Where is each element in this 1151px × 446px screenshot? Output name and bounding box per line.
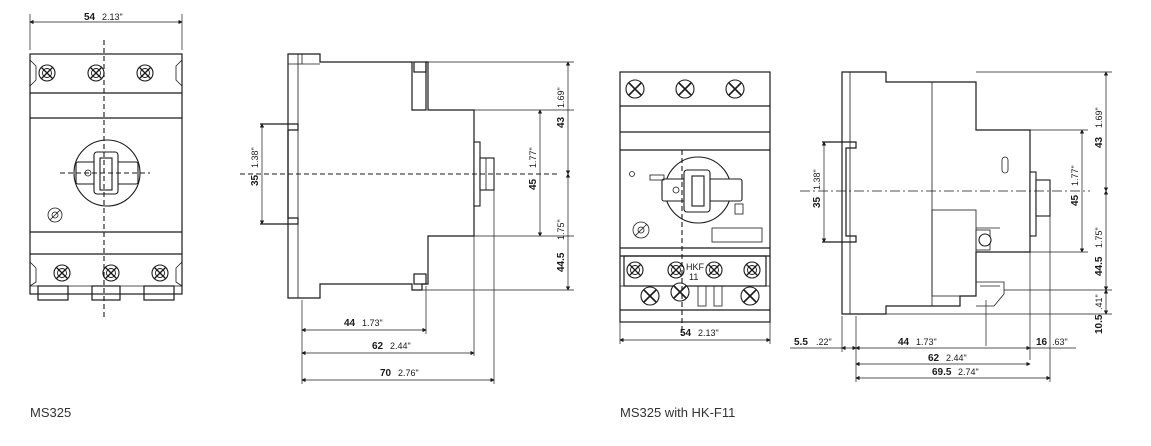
view4-d62-in: 2.44" bbox=[946, 353, 967, 363]
caption-ms325: MS325 bbox=[30, 405, 72, 420]
hk-block-label: HKF bbox=[686, 262, 705, 272]
view1-width-mm: 54 bbox=[84, 12, 96, 23]
view2-top-in: 1.69" bbox=[556, 87, 566, 108]
view4-d44-in: 1.73" bbox=[916, 337, 937, 347]
view4-d55-in: .22" bbox=[816, 337, 832, 347]
view2-bottom-in: 1.75" bbox=[556, 219, 566, 240]
view2-d70-mm: 70 bbox=[380, 368, 392, 379]
view4-small-in: .41" bbox=[1094, 294, 1104, 310]
view4-small-mm: 10.5 bbox=[1094, 314, 1105, 334]
view2-d44-mm: 44 bbox=[344, 318, 356, 329]
view2-bottom-mm: 44.5 bbox=[556, 252, 567, 272]
view-ms325-side: 35 1.38" 43 1.69" 45 1.77" 44.5 1.75" 44… bbox=[240, 53, 574, 384]
view4-knob-in: 1.77" bbox=[1070, 165, 1080, 186]
hk-block-sub: 11 bbox=[689, 272, 698, 282]
view4-d44-mm: 44 bbox=[898, 337, 910, 348]
view4-top-in: 1.69" bbox=[1094, 107, 1104, 128]
view2-knob-mm: 45 bbox=[528, 178, 539, 190]
view3-width-mm: 54 bbox=[680, 328, 692, 339]
view2-d70-in: 2.76" bbox=[398, 368, 419, 378]
view3-width-in: 2.13" bbox=[698, 328, 719, 338]
view2-top-mm: 43 bbox=[556, 116, 567, 128]
view4-d695-mm: 69.5 bbox=[932, 367, 952, 378]
view4-knob-mm: 45 bbox=[1070, 194, 1081, 206]
view-hk-side: 35 1.38" 43 1.69" 45 1.77" 44.5 1.75" 10… bbox=[790, 71, 1112, 382]
view4-rail-mm: 35 bbox=[812, 196, 823, 208]
view2-rail-in: 1.38" bbox=[250, 147, 260, 168]
view2-d62-mm: 62 bbox=[372, 341, 384, 352]
view2-rail-mm: 35 bbox=[250, 174, 261, 186]
view4-d16-mm: 16 bbox=[1036, 337, 1048, 348]
view4-top-mm: 43 bbox=[1094, 136, 1105, 148]
view1-width-in: 2.13" bbox=[102, 12, 123, 22]
view-hk-front: HKF 11 54 2.13" bbox=[619, 71, 771, 344]
view4-bottom-mm: 44.5 bbox=[1094, 256, 1105, 276]
view4-bottom-in: 1.75" bbox=[1094, 227, 1104, 248]
view-ms325-front: 54 2.13" bbox=[29, 12, 183, 318]
view4-d16-in: .63" bbox=[1052, 337, 1068, 347]
view2-knob-in: 1.77" bbox=[528, 147, 538, 168]
view4-d55-mm: 5.5 bbox=[794, 337, 808, 348]
view4-rail-in: 1.38" bbox=[812, 169, 822, 190]
view2-d62-in: 2.44" bbox=[390, 341, 411, 351]
view2-d44-in: 1.73" bbox=[362, 318, 383, 328]
view4-d62-mm: 62 bbox=[928, 353, 940, 364]
view4-d695-in: 2.74" bbox=[958, 367, 979, 377]
caption-ms325-hk: MS325 with HK-F11 bbox=[620, 405, 736, 420]
